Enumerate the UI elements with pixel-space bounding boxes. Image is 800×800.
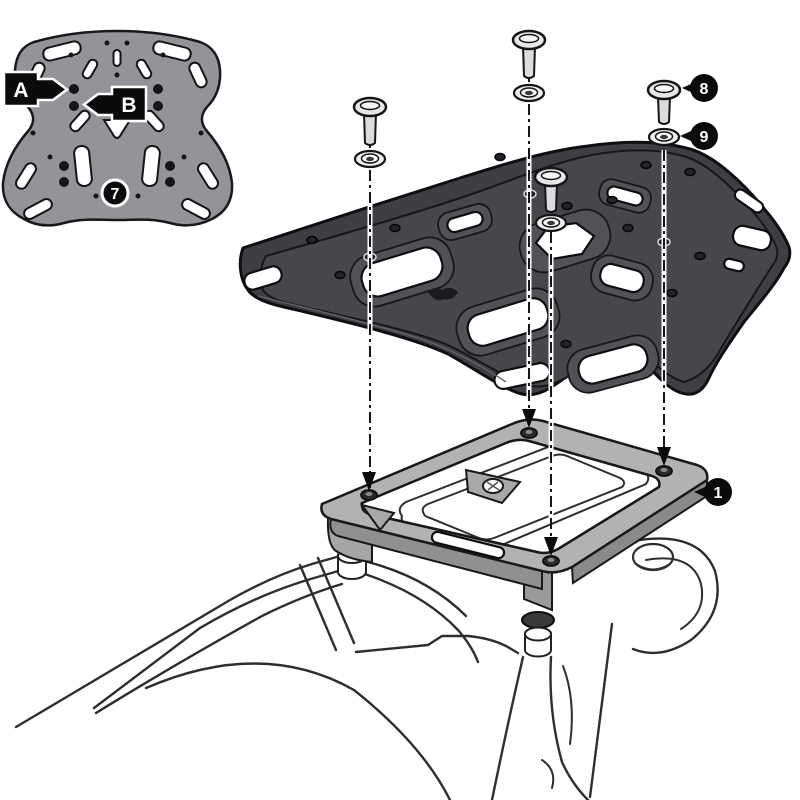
insert-arrow: [522, 409, 536, 428]
frame-tube: [94, 582, 344, 715]
frame-strut: [298, 563, 338, 652]
brand-emblem: [428, 287, 458, 301]
adapter-plate-top-view: A B 7: [1, 29, 234, 227]
frame-tube: [92, 568, 344, 710]
cutout-slot: [135, 58, 153, 80]
seat-rail: [366, 560, 468, 618]
frame-detail: [541, 759, 555, 789]
cutout-slot: [23, 198, 53, 220]
label-a-arrow: [2, 70, 70, 108]
frame-down-tube: [549, 655, 590, 800]
callout-9: 9: [680, 122, 718, 150]
edge-highlight: [257, 295, 507, 383]
label-b: B: [81, 85, 148, 123]
bracket-gusset: [359, 468, 522, 532]
cutout-slot: [152, 40, 192, 62]
frame-strut: [316, 556, 356, 645]
rack-plate-contour: [259, 149, 779, 388]
spacer-rear: [521, 611, 555, 658]
tail-loop: [626, 537, 719, 655]
callout-8: 8: [682, 74, 718, 102]
cutout-slot: [181, 198, 211, 220]
motorcycle-frame: [14, 441, 719, 800]
cutout-slot: [188, 61, 208, 89]
bracket-front-face: [329, 517, 543, 591]
screws: [352, 29, 682, 233]
label-b-arrow: [81, 85, 148, 123]
rack-plate-holes: [306, 152, 706, 349]
rack-plate: [238, 140, 792, 397]
washer: [534, 213, 568, 233]
side-panel-edge: [354, 634, 520, 655]
mount-hole-b: [69, 101, 79, 111]
frame-detail: [562, 665, 573, 745]
cutout-slot: [723, 257, 745, 273]
bracket-inner-edge: [360, 438, 661, 555]
cutout-slot: [42, 40, 82, 62]
bracket-mount-holes: [360, 427, 673, 567]
callout-1: 1: [694, 478, 732, 506]
insert-arrow: [362, 472, 376, 491]
insert-arrows: [362, 409, 671, 556]
adapter-bracket: [320, 418, 709, 612]
frame-tube: [14, 554, 342, 729]
bracket-hole: [360, 489, 378, 501]
frame-down-tube: [490, 655, 525, 800]
label-a-text: A: [13, 79, 28, 102]
callout-7: 7: [100, 178, 130, 208]
callout-1-label: 1: [714, 485, 723, 502]
cutout-notch: [102, 119, 132, 139]
fender-arc: [144, 662, 452, 800]
cutout-slot: [733, 188, 765, 214]
cutout-slot: [69, 109, 91, 133]
insert-arrow: [544, 537, 558, 556]
cutout-slot: [243, 265, 283, 291]
bracket-hole: [542, 555, 560, 567]
callout-7-label: 7: [111, 186, 120, 203]
label-b-text: B: [121, 94, 136, 117]
cutout-slot: [360, 246, 444, 298]
washer: [647, 127, 681, 147]
seat-rail: [350, 568, 480, 664]
tail-loop-inner: [645, 557, 703, 630]
screw: [352, 96, 388, 146]
bracket-slot: [430, 530, 506, 560]
cutout-slot: [81, 58, 99, 80]
cutout-slot: [446, 210, 484, 234]
screw: [646, 79, 682, 125]
bracket-hole: [520, 427, 538, 439]
centerlines: [367, 56, 667, 553]
insert-arrow: [657, 447, 671, 466]
cutout-slot: [141, 145, 161, 187]
mount-hole-a: [69, 84, 79, 94]
frame-down-tube: [588, 622, 614, 799]
cutout-slot: [731, 224, 773, 252]
screw: [511, 29, 547, 79]
screw: [533, 166, 569, 213]
cutout-slot: [112, 49, 122, 67]
frame-cross-tube-line: [635, 563, 671, 571]
callout-9-label: 9: [700, 129, 709, 146]
cutout-slot: [14, 162, 38, 190]
cutout-slot: [577, 343, 649, 385]
adapter-plate-holes: [30, 40, 204, 199]
washer: [512, 83, 546, 103]
bracket-hole: [655, 465, 673, 477]
callout-8-label: 8: [700, 81, 709, 98]
label-a: A: [2, 70, 70, 108]
cutout-slot: [196, 162, 220, 190]
cutout-slot: [599, 262, 645, 294]
washer: [353, 149, 387, 169]
cutout-slot: [73, 145, 93, 187]
cutout-slot: [606, 185, 644, 207]
